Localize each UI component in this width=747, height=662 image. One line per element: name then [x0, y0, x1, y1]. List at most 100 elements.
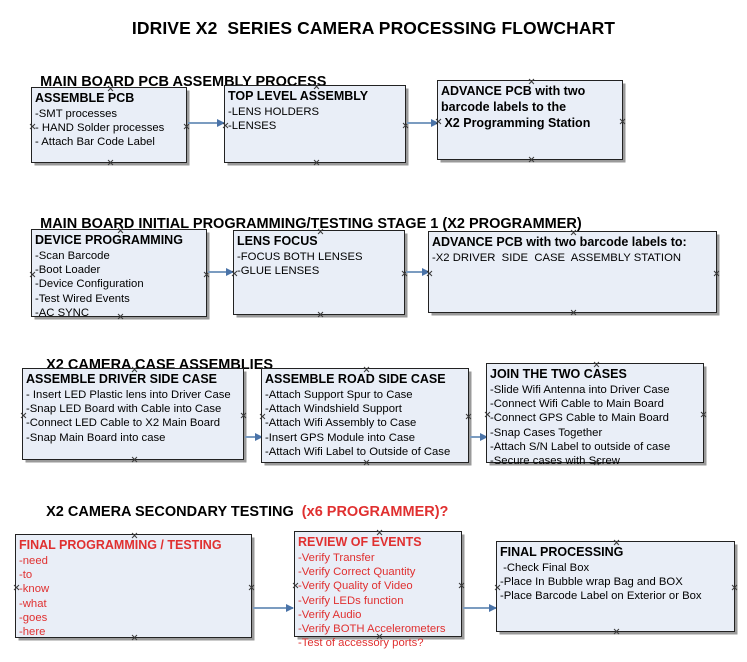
node-review-of-events[interactable]: REVIEW OF EVENTS -Verify Transfer -Verif… — [294, 531, 462, 649]
node-line: -Snap LED Board with Cable into Case — [26, 403, 222, 416]
node-line: -Verify BOTH Accelerometers — [298, 623, 446, 636]
node-title: ASSEMBLE PCB — [35, 91, 135, 105]
node-line: -need — [19, 555, 48, 567]
node-advance-pcb-driver-side-case[interactable]: ADVANCE PCB with two barcode labels to: … — [428, 231, 717, 313]
arrow-head-icon — [226, 267, 234, 276]
resize-handle-bottom[interactable] — [313, 159, 320, 166]
node-line: - HAND Solder processes — [35, 122, 165, 135]
section-heading-4-text: X2 CAMERA SECONDARY TESTING — [46, 504, 302, 520]
resize-handle-bottom[interactable] — [528, 156, 535, 163]
node-final-programming-testing[interactable]: FINAL PROGRAMMING / TESTING -need -to -k… — [15, 534, 252, 638]
section-heading-4-note: (x6 PROGRAMMER)? — [301, 504, 449, 520]
resize-handle-bottom[interactable] — [570, 309, 577, 316]
node-assemble-pcb[interactable]: ASSEMBLE PCB -SMT processes - HAND Solde… — [31, 87, 187, 163]
node-title: LENS FOCUS — [237, 234, 318, 248]
node-title: FINAL PROCESSING — [500, 545, 624, 559]
resize-handle-bottom[interactable] — [613, 628, 620, 635]
node-line: -Secure cases with Screw — [490, 455, 620, 468]
node-line: - Insert LED Plastic lens into Driver Ca… — [26, 389, 231, 401]
node-line: -Slide Wifi Antenna into Driver Case — [490, 384, 670, 396]
resize-handle-bottom[interactable] — [317, 311, 324, 318]
node-top-level-assembly[interactable]: TOP LEVEL ASSEMBLY -LENS HOLDERS -LENSES — [224, 85, 406, 163]
node-line: -goes — [19, 611, 48, 624]
node-lens-focus[interactable]: LENS FOCUS -FOCUS BOTH LENSES -GLUE LENS… — [233, 230, 405, 315]
node-line: -GLUE LENSES — [237, 265, 320, 278]
node-line: -Attach Windshield Support — [265, 403, 402, 416]
node-line: -AC SYNC — [35, 306, 89, 319]
node-line: -know — [19, 583, 50, 596]
node-line: -LENSES — [228, 120, 277, 133]
node-title: ADVANCE PCB with two — [441, 84, 586, 98]
node-line: - Attach Bar Code Label — [35, 136, 155, 149]
node-line: -Snap Cases Together — [490, 426, 603, 439]
node-line: -Verify Correct Quantity — [298, 566, 416, 579]
node-title: TOP LEVEL ASSEMBLY — [228, 89, 369, 103]
node-line: -Place Barcode Label on Exterior or Box — [500, 590, 702, 603]
node-device-programming[interactable]: DEVICE PROGRAMMING -Scan Barcode -Boot L… — [31, 229, 207, 319]
node-line: -Boot Loader — [35, 264, 101, 277]
node-title: ASSEMBLE ROAD SIDE CASE — [265, 372, 446, 386]
node-line: -Attach S/N Label to outside of case — [490, 440, 671, 453]
node-line: -Attach Wifi Label to Outside of Case — [265, 445, 451, 458]
arrow-head-icon — [431, 118, 439, 127]
node-line: -Verify Audio — [298, 608, 362, 621]
node-line: -LENS HOLDERS — [228, 106, 320, 118]
connector-3-1 — [245, 432, 263, 441]
node-line-overflow: -Test of accessory ports? — [298, 636, 424, 649]
node-line: -Verify Transfer — [298, 552, 375, 564]
page-title: IDRIVE X2 SERIES CAMERA PROCESSING FLOWC… — [131, 18, 616, 38]
node-line: -what — [19, 597, 47, 610]
node-line: -Attach Wifi Assembly to Case — [265, 417, 417, 430]
resize-handle-bottom[interactable] — [363, 459, 370, 466]
node-line: -Verify Quality of Video — [298, 580, 413, 593]
arrow-head-icon — [286, 603, 294, 612]
node-line: -Device Configuration — [35, 278, 144, 291]
connector-4-1 — [253, 603, 294, 612]
node-line: -Insert GPS Module into Case — [265, 431, 416, 444]
resize-handle-bottom[interactable] — [107, 159, 114, 166]
connector-1-2 — [407, 118, 439, 127]
node-title: ADVANCE PCB with two barcode labels to: — [432, 235, 687, 249]
node-final-processing[interactable]: FINAL PROCESSING -Check Final Box -Place… — [496, 541, 735, 632]
node-line: -Scan Barcode — [35, 250, 110, 262]
node-line: -Verify LEDs function — [298, 594, 404, 607]
connector-1-1 — [188, 118, 225, 127]
connector-3-2 — [470, 432, 488, 441]
node-title: FINAL PROGRAMMING / TESTING — [19, 538, 222, 552]
arrow-head-icon — [422, 267, 430, 276]
section-heading-4: X2 CAMERA SECONDARY TESTING (x6 PROGRAMM… — [30, 488, 448, 536]
node-join-the-two-cases[interactable]: JOIN THE TWO CASES -Slide Wifi Antenna i… — [486, 363, 704, 467]
node-line: -to — [19, 569, 33, 582]
arrow-head-icon — [255, 432, 263, 441]
node-line: -here — [19, 626, 46, 639]
node-line: -FOCUS BOTH LENSES — [237, 251, 363, 263]
connector-4-2 — [463, 603, 497, 612]
resize-handle-bottom[interactable] — [131, 456, 138, 463]
resize-handle-right[interactable] — [713, 270, 720, 277]
node-title: DEVICE PROGRAMMING — [35, 233, 183, 247]
arrow-head-icon — [480, 432, 488, 441]
node-line: X2 Programming Station — [441, 116, 591, 130]
section-heading-2: MAIN BOARD INITIAL PROGRAMMING/TESTING S… — [24, 200, 582, 248]
node-line: -Test Wired Events — [35, 292, 130, 305]
node-line: -X2 DRIVER SIDE CASE ASSEMBLY STATION — [432, 252, 682, 264]
node-title: ASSEMBLE DRIVER SIDE CASE — [26, 372, 218, 386]
node-line: -Connect GPS Cable to Main Board — [490, 412, 669, 425]
node-title: REVIEW OF EVENTS — [298, 535, 422, 549]
node-line: -Snap Main Board into case — [26, 431, 166, 444]
node-assemble-road-side-case[interactable]: ASSEMBLE ROAD SIDE CASE -Attach Support … — [261, 368, 469, 463]
node-advance-pcb-programming-station[interactable]: ADVANCE PCB with two barcode labels to t… — [437, 80, 623, 160]
node-line: -Check Final Box — [500, 562, 590, 574]
connector-2-2 — [406, 267, 430, 276]
node-line: -SMT processes — [35, 108, 118, 120]
node-title: JOIN THE TWO CASES — [490, 367, 627, 381]
connector-2-1 — [208, 267, 234, 276]
arrow-head-icon — [489, 603, 497, 612]
node-line: -Connect LED Cable to X2 Main Board — [26, 417, 221, 430]
node-assemble-driver-side-case[interactable]: ASSEMBLE DRIVER SIDE CASE - Insert LED P… — [22, 368, 244, 460]
arrow-head-icon — [217, 118, 225, 127]
node-line: -Connect Wifi Cable to Main Board — [490, 398, 664, 411]
node-line: -Attach Support Spur to Case — [265, 389, 413, 401]
section-heading-2-text: MAIN BOARD INITIAL PROGRAMMING/TESTING S… — [40, 216, 582, 232]
